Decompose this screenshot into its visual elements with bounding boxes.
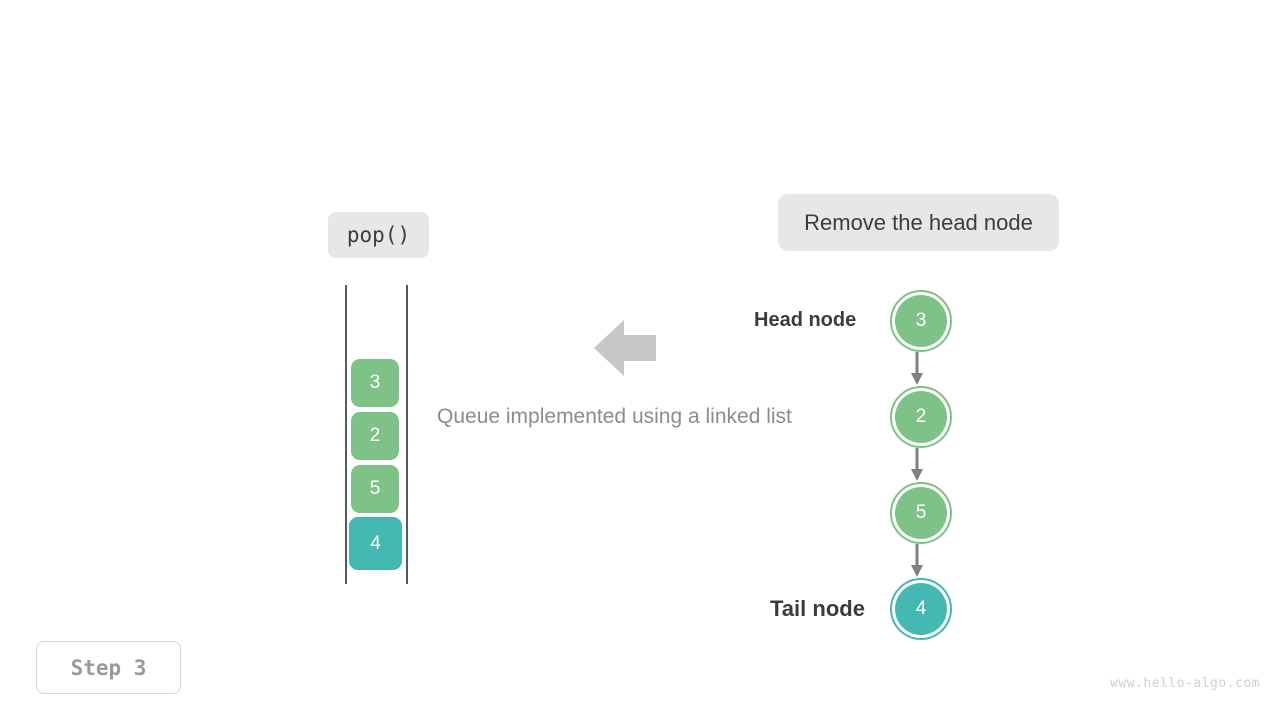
node-ring xyxy=(890,290,952,352)
link-arrow-down-icon xyxy=(911,352,923,386)
queue-wall-left xyxy=(345,285,347,584)
operation-label: pop() xyxy=(328,212,429,258)
queue-cell-list: 3 2 5 4 xyxy=(345,285,409,584)
node-ring xyxy=(890,482,952,544)
node-value: 5 xyxy=(895,487,947,539)
linked-list-node: 4 xyxy=(890,578,952,640)
queue-cell: 3 xyxy=(351,359,399,407)
linked-list: 3 2 5 xyxy=(886,288,956,644)
queue-cell: 5 xyxy=(351,465,399,513)
diagram-caption: Queue implemented using a linked list xyxy=(437,405,792,428)
queue-container: 3 2 5 4 xyxy=(345,285,409,584)
description-pill: Remove the head node xyxy=(778,194,1059,251)
tail-node-label: Tail node xyxy=(770,596,865,621)
watermark: www.hello-algo.com xyxy=(1110,676,1260,691)
node-ring xyxy=(890,386,952,448)
linked-list-node: 3 xyxy=(890,290,952,352)
queue-cell: 2 xyxy=(351,412,399,460)
node-value: 4 xyxy=(895,583,947,635)
node-ring xyxy=(890,578,952,640)
linked-list-node: 5 xyxy=(890,482,952,544)
linked-list-node: 2 xyxy=(890,386,952,448)
queue-cell: 4 xyxy=(349,517,402,570)
link-arrow-down-icon xyxy=(911,448,923,482)
node-value: 2 xyxy=(895,391,947,443)
node-value: 3 xyxy=(895,295,947,347)
queue-wall-right xyxy=(406,285,408,584)
link-arrow-down-icon xyxy=(911,544,923,578)
transform-arrow-left-icon xyxy=(594,318,658,378)
step-badge: Step 3 xyxy=(36,641,181,694)
head-node-label: Head node xyxy=(754,309,857,331)
